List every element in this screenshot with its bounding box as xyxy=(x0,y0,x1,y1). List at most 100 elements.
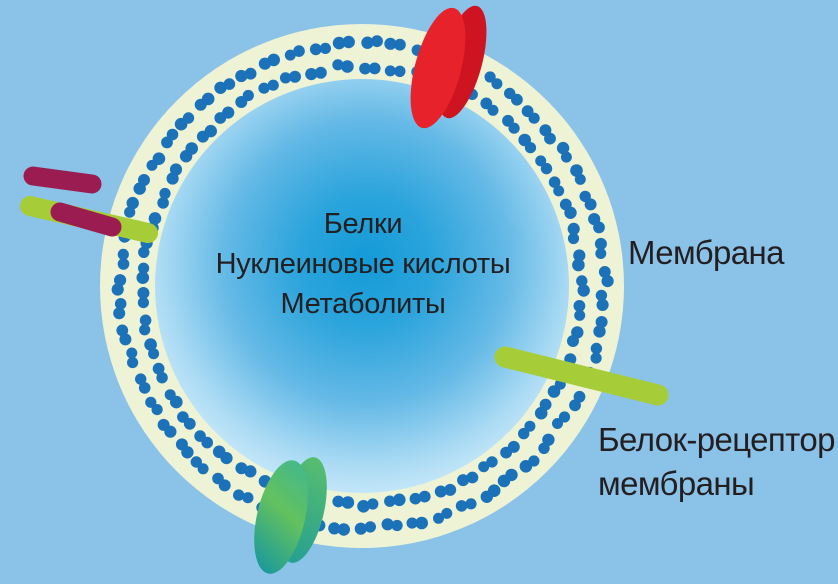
lipid-head-dot xyxy=(384,495,396,507)
lipid-head-dot xyxy=(258,82,270,94)
lipid-head-dot xyxy=(124,206,136,218)
lipid-head-dot xyxy=(508,122,520,134)
lipid-head-dot xyxy=(145,396,157,408)
lipid-head-dot xyxy=(564,206,577,219)
lipid-head-dot xyxy=(113,307,126,320)
lipid-head-dot xyxy=(197,463,209,475)
lipid-head-dot xyxy=(558,411,571,423)
lipid-head-dot xyxy=(137,297,149,309)
lipid-head-dot xyxy=(547,385,561,398)
lipid-head-dot xyxy=(573,249,586,262)
peripheral-protein-rod-2 xyxy=(50,202,122,237)
lipid-head-dot xyxy=(534,406,548,420)
lipid-head-dot xyxy=(466,471,479,484)
receptor-protein-rod xyxy=(494,346,669,406)
lipid-head-dot xyxy=(590,342,603,355)
interior-label-line1: Белки xyxy=(323,208,403,240)
lipid-head-dot xyxy=(418,490,431,503)
lipid-head-dot xyxy=(598,266,611,278)
lipid-head-dot xyxy=(332,36,346,50)
lipid-head-dot xyxy=(567,335,579,347)
lipid-head-dot xyxy=(567,222,580,235)
lipid-head-dot xyxy=(157,197,169,209)
lipid-head-dot xyxy=(111,283,124,296)
lipid-head-dot xyxy=(152,152,166,165)
lipid-head-dot xyxy=(596,298,609,311)
lipid-head-dot xyxy=(342,35,355,49)
lipid-head-dot xyxy=(381,518,394,531)
lipid-head-dot xyxy=(574,309,586,321)
lipid-head-dot xyxy=(500,446,512,459)
channel-protein-front-disc xyxy=(254,460,308,574)
lipid-head-dot xyxy=(175,438,188,451)
lipid-head-dot xyxy=(391,519,403,532)
lipid-head-dot xyxy=(548,176,561,188)
lipid-head-dot xyxy=(126,347,138,359)
membrane-label: Мембрана xyxy=(628,234,785,271)
lipid-head-dot xyxy=(593,325,606,338)
lipid-head-dot xyxy=(136,271,150,285)
lipid-head-dot xyxy=(293,45,305,57)
peripheral-protein-rod-1 xyxy=(23,166,102,194)
lipid-head-dot xyxy=(368,62,381,75)
lipid-head-dot xyxy=(433,512,444,524)
lipid-head-dot xyxy=(119,333,132,346)
lipid-head-dot xyxy=(465,498,477,510)
lipid-head-dot xyxy=(567,232,580,245)
lipid-head-dot xyxy=(590,352,602,364)
lipid-head-dot xyxy=(284,49,296,61)
lipid-head-dot xyxy=(552,418,563,429)
lipid-head-dot xyxy=(524,142,537,154)
lipid-head-dot xyxy=(595,248,607,259)
lipid-head-dot xyxy=(455,500,468,512)
lipid-head-dot xyxy=(235,462,248,475)
receptor-label-line2: мембраны xyxy=(598,465,755,502)
lipid-head-dot xyxy=(511,93,523,106)
receptor-label: Белок-рецептор мембраны xyxy=(598,418,835,506)
lipid-head-dot xyxy=(574,173,586,185)
interior-label-line2: Нуклеиновые кислоты xyxy=(215,248,511,280)
cell-interior xyxy=(155,79,569,493)
lipid-head-dot xyxy=(116,324,129,337)
lipid-head-dot xyxy=(524,420,536,432)
lipid-head-dot xyxy=(384,37,397,50)
lipid-head-dot xyxy=(593,221,605,234)
lipid-head-dot xyxy=(289,70,301,83)
lipid-head-dot xyxy=(341,496,355,509)
lipid-head-dot xyxy=(518,427,530,440)
lipid-head-dot xyxy=(484,71,496,83)
lipid-head-dot xyxy=(354,522,367,535)
lipid-head-dot xyxy=(544,132,556,145)
receptor-label-line1: Белок-рецептор xyxy=(598,421,835,458)
lipid-head-dot xyxy=(305,68,318,81)
lipid-head-dot xyxy=(560,151,572,163)
lipid-head-dot xyxy=(319,42,331,55)
lipid-head-dot xyxy=(328,522,341,535)
lipid-head-dot xyxy=(223,78,236,90)
interior-label-line3: Метаболиты xyxy=(280,288,446,320)
lipid-head-dot xyxy=(341,60,354,73)
lipid-head-dot xyxy=(337,523,350,536)
transmembrane-protein-red xyxy=(410,5,487,129)
lipid-head-dot xyxy=(595,316,608,328)
lipid-head-dot xyxy=(212,445,226,459)
lipid-head-dot xyxy=(212,472,224,485)
lipid-head-dot xyxy=(139,314,152,327)
lipid-head-dot xyxy=(406,517,418,529)
lipid-head-dot xyxy=(576,275,588,287)
lipid-head-dot xyxy=(478,461,490,473)
lipid-head-dot xyxy=(235,69,248,83)
lipid-head-dot xyxy=(156,372,168,384)
lipid-head-dot xyxy=(137,287,150,299)
lipid-head-dot xyxy=(601,275,614,288)
channel-protein-teal xyxy=(254,457,327,574)
lipid-head-dot xyxy=(491,78,503,90)
lipid-head-dot xyxy=(394,65,406,78)
lipid-head-dot xyxy=(138,262,150,274)
lipid-head-dot xyxy=(480,490,493,503)
lipid-head-dot xyxy=(577,284,590,297)
lipid-head-dot xyxy=(367,498,379,510)
lipid-head-dot xyxy=(314,66,327,79)
lipid-head-dot xyxy=(139,324,151,336)
